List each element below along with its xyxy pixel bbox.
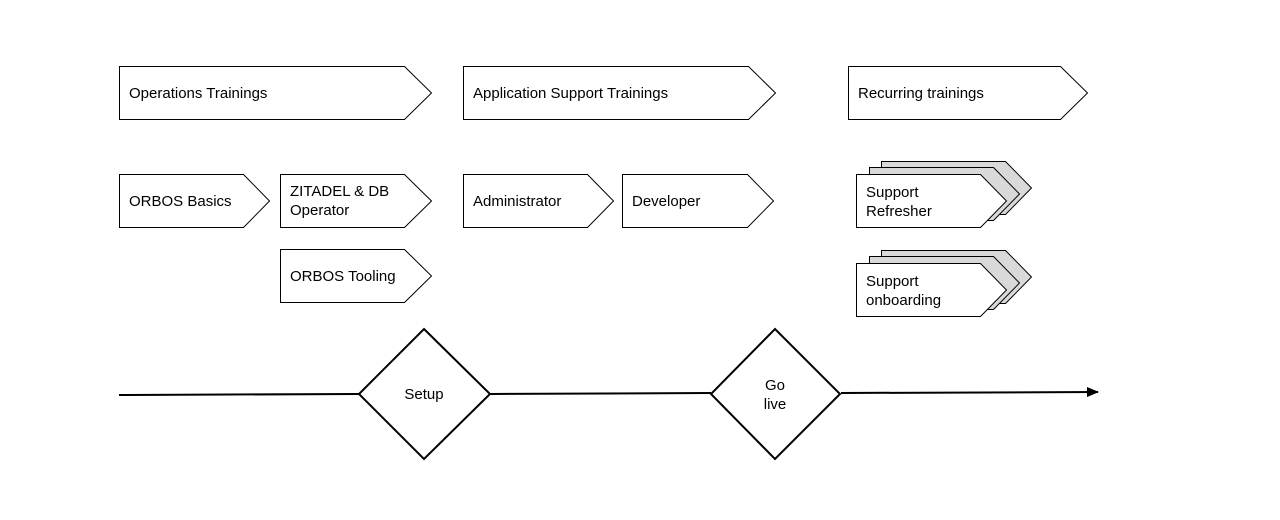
training-zitadel-label-line2: Operator bbox=[290, 202, 349, 219]
phase-recurring-label: Recurring trainings bbox=[858, 85, 984, 102]
training-support-onboarding-label-line2: onboarding bbox=[866, 292, 941, 309]
milestone-go-live-label-line2: live bbox=[764, 396, 787, 413]
milestone-setup: Setup bbox=[357, 327, 492, 461]
milestone-go-live-label-line1: Go bbox=[765, 377, 785, 394]
training-zitadel-label-line1: ZITADEL & DB bbox=[290, 183, 389, 200]
training-orbos-basics-label: ORBOS Basics bbox=[129, 193, 232, 210]
training-support-refresher: Support Refresher bbox=[856, 161, 1033, 228]
phase-operations-label: Operations Trainings bbox=[129, 85, 267, 102]
milestone-setup-label: Setup bbox=[404, 386, 443, 403]
training-orbos-tooling-label: ORBOS Tooling bbox=[290, 268, 396, 285]
phase-operations-trainings: Operations Trainings bbox=[119, 66, 433, 120]
training-orbos-tooling: ORBOS Tooling bbox=[280, 249, 433, 303]
milestone-go-live: Go live bbox=[709, 327, 842, 461]
phase-application-support-trainings: Application Support Trainings bbox=[463, 66, 777, 120]
phase-application-support-label: Application Support Trainings bbox=[473, 85, 668, 102]
training-support-onboarding: Support onboarding bbox=[856, 250, 1033, 317]
training-administrator-label: Administrator bbox=[473, 193, 561, 210]
timeline-arrow bbox=[118, 387, 1099, 398]
training-developer-label: Developer bbox=[632, 193, 700, 210]
training-support-onboarding-label-line1: Support bbox=[866, 273, 919, 290]
training-administrator: Administrator bbox=[463, 174, 615, 228]
training-developer: Developer bbox=[622, 174, 775, 228]
training-zitadel-db-operator: ZITADEL & DB Operator bbox=[280, 174, 433, 228]
training-support-refresher-label-line2: Refresher bbox=[866, 203, 932, 220]
phase-recurring-trainings: Recurring trainings bbox=[848, 66, 1089, 120]
training-orbos-basics: ORBOS Basics bbox=[119, 174, 271, 228]
training-support-refresher-label-line1: Support bbox=[866, 184, 919, 201]
